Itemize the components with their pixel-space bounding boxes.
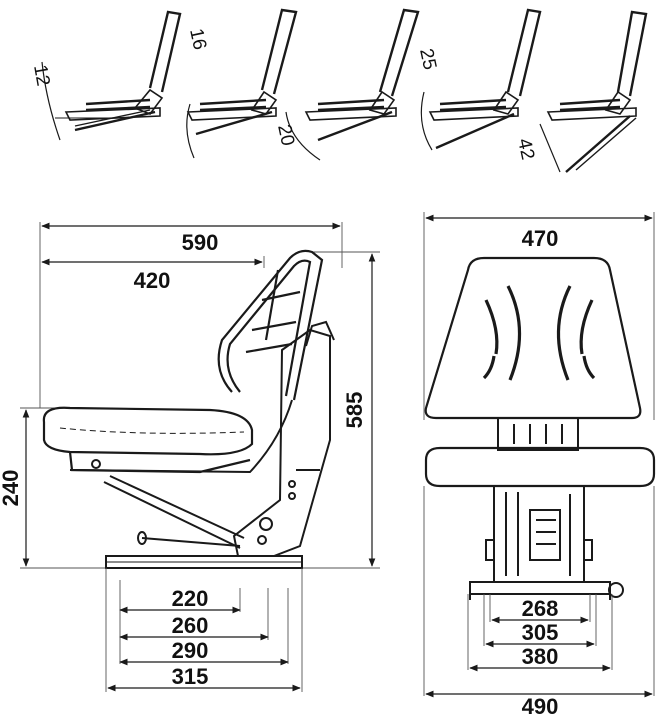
adjustment-lever [137,531,241,547]
recline-diagram-25: 25 [415,8,542,151]
backrest-frame [217,249,324,401]
dim-base-268: 268 [491,596,589,624]
recline-diagram-20: 20 [273,8,420,161]
dim-backrest-width: 470 [425,214,653,251]
backrest-front [424,256,642,420]
dim-label-490: 490 [522,694,559,719]
recline-diagram-16: 16 [185,8,298,159]
dim-label-290: 290 [172,638,209,663]
angle-label-16: 16 [185,27,210,52]
dim-rail-315: 315 [107,664,301,692]
angle-label-20: 20 [273,123,298,148]
dim-base-490: 490 [425,690,653,719]
angle-label-12: 12 [29,63,53,87]
dim-base-305: 305 [485,620,595,648]
side-view: 590 420 585 240 [0,222,380,692]
suspension-front [485,485,593,583]
dim-overall-length: 590 [41,222,341,255]
dim-backrest-depth: 420 [41,258,263,293]
suspension-mechanism [69,320,335,557]
dim-label-380: 380 [522,644,559,669]
dim-label-268: 268 [522,596,559,621]
dim-label-585: 585 [342,392,367,429]
dim-overall-height: 585 [342,253,376,567]
dim-label-240: 240 [0,470,23,507]
front-view: 470 [423,212,656,719]
column-front [497,417,579,451]
dim-rail-220: 220 [119,586,241,614]
base-rail [105,555,303,569]
recline-diagram-42: 42 [513,10,648,173]
dim-label-470: 470 [522,226,559,251]
dim-base-380: 380 [469,644,611,672]
seat-cushion [42,406,254,474]
recline-diagram-12: 12 [29,10,182,141]
seat-front [424,446,656,488]
dim-rail-260: 260 [119,613,269,641]
dim-label-305: 305 [522,620,559,645]
dim-label-220: 220 [172,586,209,611]
dim-label-260: 260 [172,613,209,638]
dim-label-315: 315 [172,664,209,689]
dim-seat-height: 240 [0,409,30,567]
angle-label-42: 42 [513,137,538,162]
base-rail-front [469,581,624,600]
dim-rail-290: 290 [119,638,289,666]
dim-label-420: 420 [134,268,171,293]
dim-label-590: 590 [182,230,219,255]
angle-label-25: 25 [415,47,440,72]
